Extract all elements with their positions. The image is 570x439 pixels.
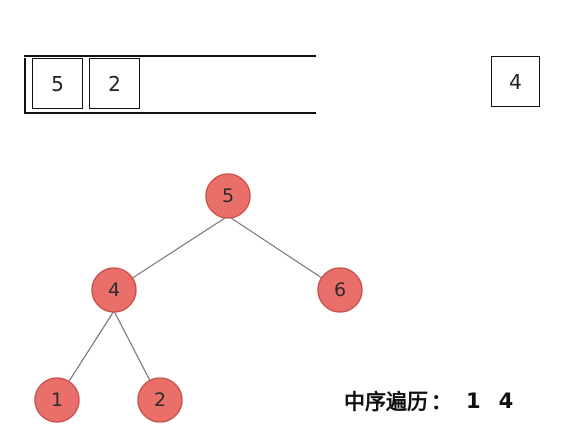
stack-item: 2 (89, 58, 140, 109)
inorder-traversal-result: 中序遍历 ： 1 4 (344, 386, 513, 416)
stack-left-border (24, 58, 26, 113)
tree-node-1: 1 (34, 377, 80, 423)
tree-edges (56, 215, 341, 401)
traversal-value: 1 (466, 389, 481, 413)
tree-node-circle (91, 267, 137, 313)
tree-node-circle (205, 173, 251, 219)
stack-top-border (24, 55, 316, 57)
tree-node-label: 5 (222, 185, 234, 207)
stack-item: 5 (32, 58, 83, 109)
tree-node-label: 1 (51, 389, 63, 411)
edge-5-4 (113, 215, 229, 291)
tree-node-circle (137, 377, 183, 423)
traversal-label: 中序遍历 (344, 390, 428, 414)
tree-node-circle (34, 377, 80, 423)
tree-node-circle (317, 267, 363, 313)
tree-node-2: 2 (137, 377, 183, 423)
stack-bottom-border (24, 112, 316, 114)
tree-node-5: 5 (205, 173, 251, 219)
traversal-separator: ： (431, 390, 452, 414)
traversal-values: 1 4 (466, 389, 513, 413)
tree-node-label: 6 (334, 279, 346, 301)
tree-node-4: 4 (91, 267, 137, 313)
tree-node-label: 4 (108, 279, 120, 301)
tree-node-6: 6 (317, 267, 363, 313)
current-node-box: 4 (491, 56, 540, 107)
tree-node-label: 2 (154, 389, 166, 411)
traversal-value: 4 (498, 389, 514, 413)
